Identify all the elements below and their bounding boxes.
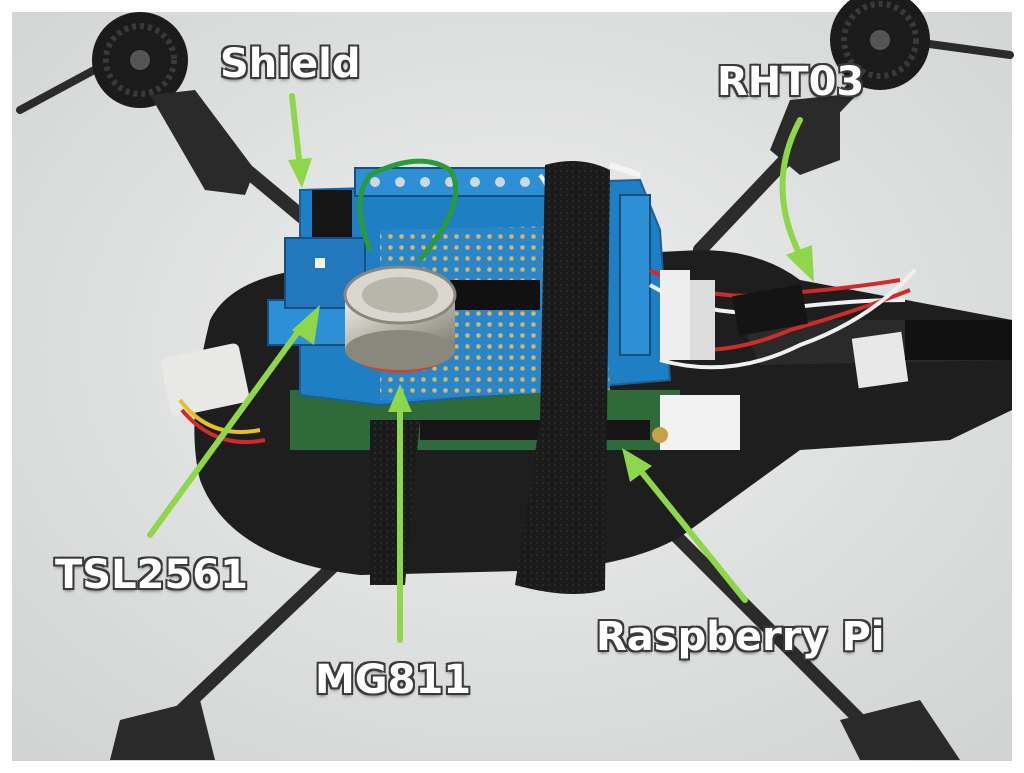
mg811-sensor	[343, 265, 457, 373]
velcro-strap-lower	[370, 420, 420, 585]
rht03-sensor	[732, 284, 808, 336]
rotor-top-right	[830, 0, 930, 90]
annotation-arrows	[147, 93, 814, 643]
rht03-label: RHT03	[716, 59, 865, 105]
rotor-top-left	[92, 12, 188, 108]
tsl2561-label: TSL2561	[54, 552, 249, 598]
raspberry-pi-label: Raspberry Pi	[595, 614, 885, 660]
shield-label: Shield	[219, 41, 361, 87]
velcro-strap-vertical	[515, 161, 610, 594]
mg811-label: MG811	[314, 657, 472, 703]
